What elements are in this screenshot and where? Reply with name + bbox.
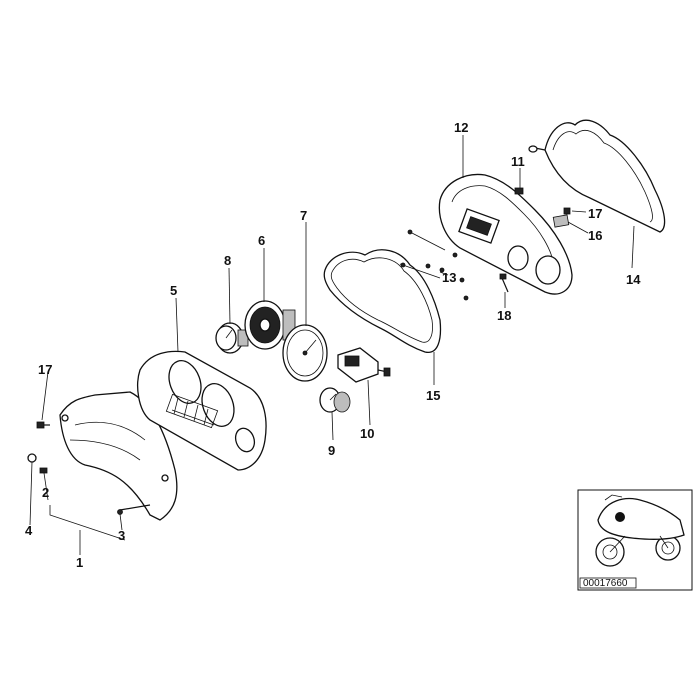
fastener-set-13 <box>399 229 469 301</box>
callout-6: 6 <box>258 233 265 248</box>
leader-lines <box>29 135 635 555</box>
callout-7: 7 <box>300 208 307 223</box>
part-12-rear-housing <box>438 173 573 295</box>
callout-8: 8 <box>224 253 231 268</box>
part-15-gasket <box>323 249 442 353</box>
screw-18 <box>499 273 509 293</box>
screw-11 <box>514 187 524 195</box>
part-9-lower-gauge <box>319 387 351 413</box>
part-14-rear-cover <box>528 119 666 233</box>
callout-9: 9 <box>328 443 335 458</box>
callout-14: 14 <box>626 272 641 287</box>
screw-17-left <box>36 421 50 429</box>
diagram-part-number: 00017660 <box>583 578 628 589</box>
callout-18: 18 <box>497 308 511 323</box>
bracket-16 <box>552 214 570 228</box>
callout-13: 13 <box>442 270 456 285</box>
part-1-front-cover <box>59 391 178 521</box>
callout-labels: 17 2 4 3 1 5 8 6 7 9 10 15 12 11 13 18 1… <box>25 120 641 570</box>
screw-17-right <box>563 207 571 215</box>
callout-11: 11 <box>511 154 525 169</box>
callout-5: 5 <box>170 283 177 298</box>
callout-4: 4 <box>25 523 33 538</box>
callout-17-right: 17 <box>588 206 602 221</box>
warning-light-grid <box>165 393 219 429</box>
nut-4 <box>27 453 37 463</box>
part-6-speedometer <box>244 300 296 350</box>
part-10-indicator-module <box>337 347 391 383</box>
locator-inset: 00017660 <box>577 489 693 591</box>
callout-10: 10 <box>360 426 374 441</box>
screw-2 <box>39 467 48 474</box>
callout-2: 2 <box>42 485 49 500</box>
callout-1: 1 <box>76 555 83 570</box>
callout-15: 15 <box>426 388 440 403</box>
part-8-small-gauge <box>215 322 249 354</box>
part-7-tachometer <box>282 324 328 382</box>
callout-3: 3 <box>118 528 125 543</box>
callout-16: 16 <box>588 228 602 243</box>
callout-17-left: 17 <box>38 362 52 377</box>
callout-12: 12 <box>454 120 468 135</box>
part-5-face-plate <box>137 350 267 471</box>
screw-3 <box>117 504 151 515</box>
motorcycle-icon <box>595 494 685 567</box>
